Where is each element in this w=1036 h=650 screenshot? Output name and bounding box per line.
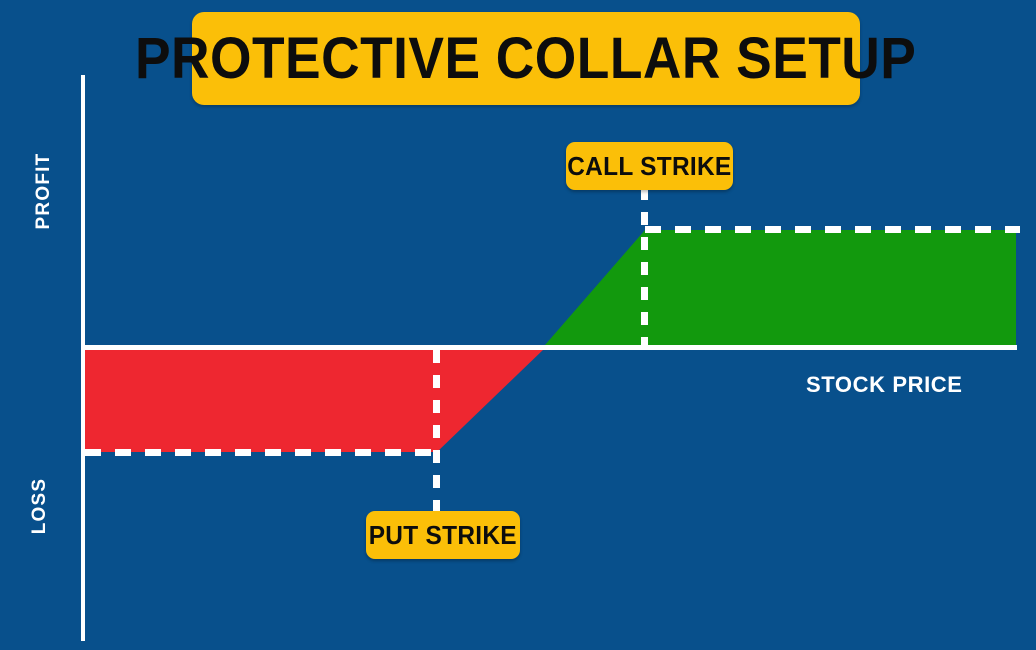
loss-ramp-region (437, 348, 545, 452)
x-axis-label: STOCK PRICE (806, 372, 963, 397)
page-title: PROTECTIVE COLLAR SETUP (135, 26, 917, 91)
max-loss-dashed-line (85, 449, 437, 456)
loss-region (85, 348, 437, 452)
call-strike-dashed-line (641, 187, 648, 348)
y-axis-profit-label: PROFIT (33, 152, 54, 230)
call-strike-label: CALL STRIKE (566, 142, 733, 190)
y-axis-loss-label: LOSS (29, 477, 50, 535)
put-strike-label-text: PUT STRIKE (368, 519, 518, 550)
call-strike-label-text: CALL STRIKE (567, 150, 732, 181)
zero-axis-line (81, 345, 1017, 350)
title-banner: PROTECTIVE COLLAR SETUP (135, 12, 916, 105)
put-strike-dashed-line (433, 350, 440, 512)
max-profit-dashed-line (645, 226, 1020, 233)
put-strike-label: PUT STRIKE (366, 511, 520, 559)
profit-ramp-region (545, 230, 645, 345)
profit-region (645, 230, 1016, 345)
y-axis-line (81, 75, 85, 641)
